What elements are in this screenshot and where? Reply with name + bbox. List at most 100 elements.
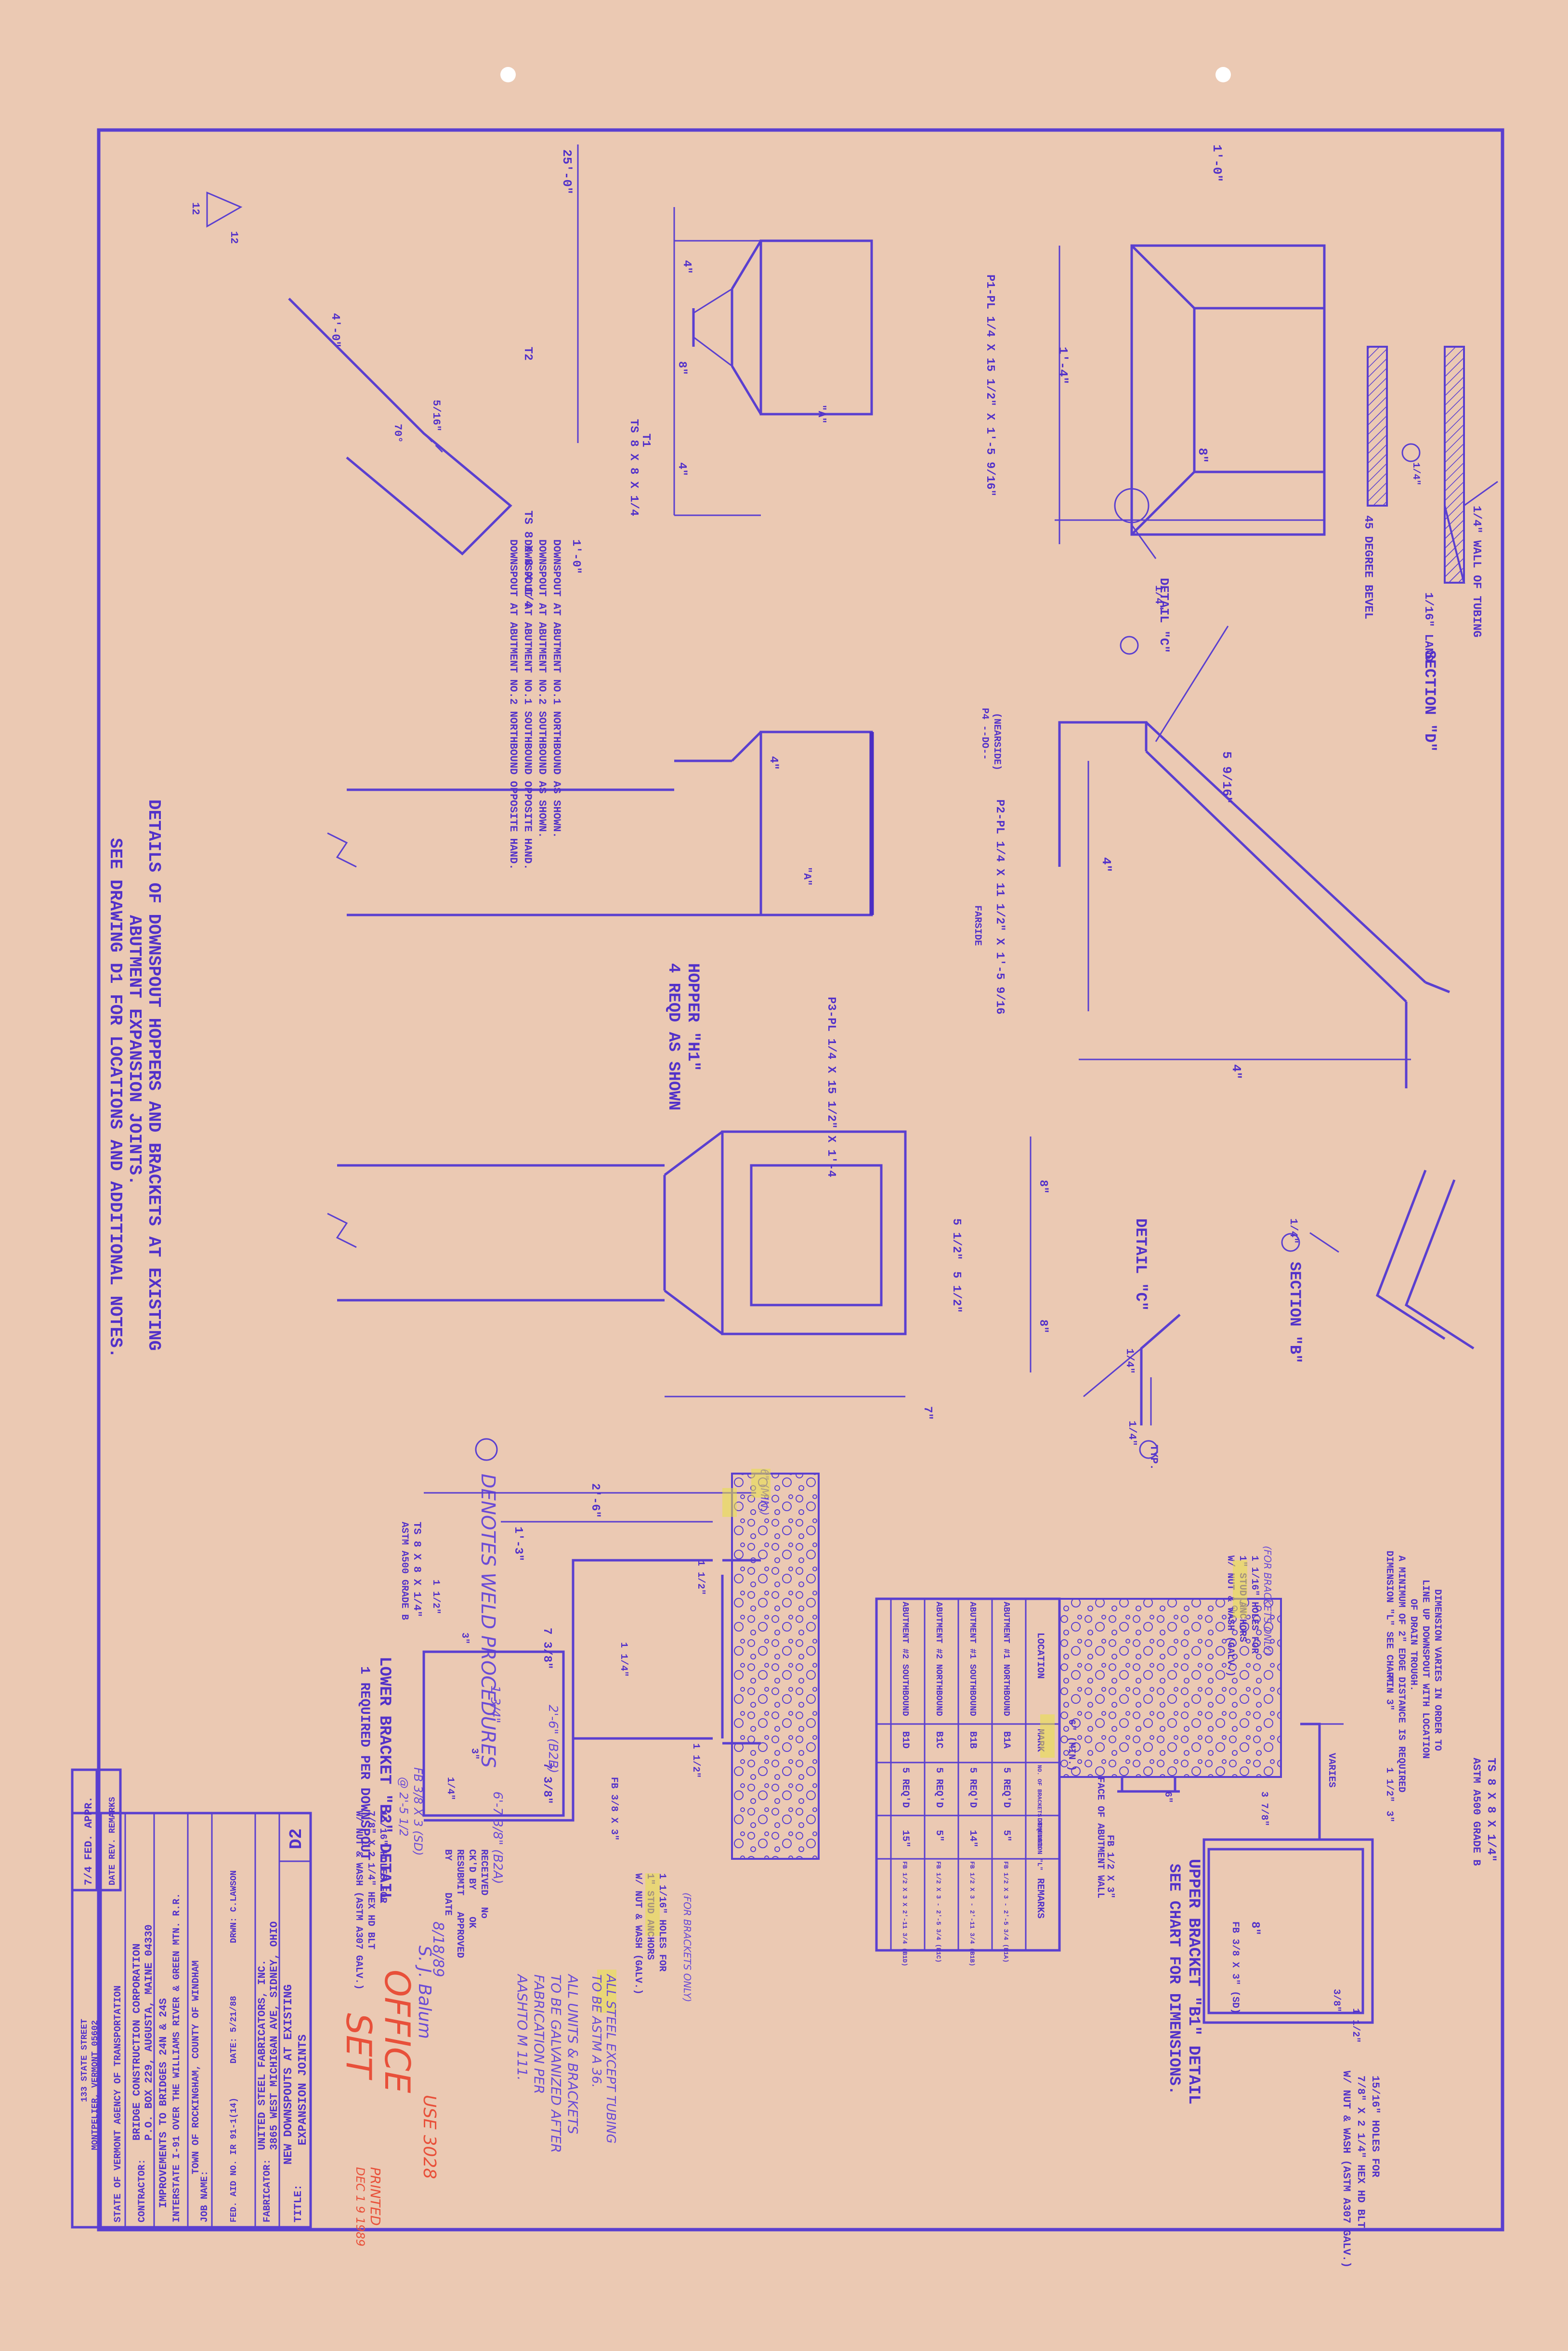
hopper-dim-4-0: 4'-0" <box>328 313 341 348</box>
hopper-sec-a-mark: "A" <box>815 405 827 424</box>
section-a-dim-4: 4" <box>1099 857 1113 872</box>
upper-bracket-dim-var-2: LINE UP DOWNSPOUT WITH LOCATION <box>1420 1580 1431 1759</box>
revision-row: 7/4 FED. APPR. <box>83 1796 95 1885</box>
upper-bracket-dim-l: DIMENSION "L" SEE CHART <box>1384 1551 1395 1684</box>
main-title-line-2: ABUTMENT EXPANSION JOINTS. <box>125 915 144 1186</box>
lower-bracket-anchor-2: W/ NUT & WASH (GALV.) <box>632 1873 643 1995</box>
general-note: ALL UNITS & BRACKETS <box>565 1973 581 2134</box>
detail-c-callout <box>1114 488 1150 523</box>
lower-bracket-dim-7-38b: 7 3/8" <box>540 1763 553 1804</box>
upper-bracket <box>1058 1598 1374 2024</box>
downspout-note: DOWNSPOUT AT ABUTMENT NO.1 SOUTHBOUND OP… <box>522 539 534 870</box>
downspout-notes: DOWNSPOUT AT ABUTMENT NO.1 NORTHBOUND AS… <box>507 539 562 870</box>
hopper-dim-7: 7" <box>921 1406 934 1420</box>
hopper-dim-8: 8" <box>1195 448 1210 463</box>
stamp-date: DATE <box>442 1893 453 1916</box>
hopper-dim-8a: 8" <box>1036 1180 1049 1194</box>
stamp-signature: S. J. Balum <box>415 1946 434 2039</box>
chart-cell: B1C <box>933 1731 944 1749</box>
lower-bracket-dim-1-14: 1 1/4" <box>618 1642 629 1677</box>
lower-bracket-bolt: 7/8" X 2 1/4" HEX HD BLT <box>365 1811 376 1949</box>
drawing-date: DATE: 5/21/88 <box>229 1996 239 2064</box>
upper-bracket-fb1: FB 1/2 X 3" <box>1104 1835 1115 1898</box>
highlight <box>751 1469 771 1498</box>
upper-bracket-dim-var-3: OF DRAIN TROUGH. <box>1408 1599 1419 1691</box>
general-note: TO BE ASTM A 36. <box>589 1974 603 2088</box>
detail-c-title: DETAIL "C" <box>1132 1218 1150 1311</box>
highlight <box>1040 1714 1055 1758</box>
lower-bracket-wash: W/ NUT & WASH (ASTM A307 GALV.) <box>353 1811 364 1990</box>
lower-bracket-dim-1-12: 1 1/2" <box>430 1580 441 1614</box>
chart-header-dimension: DIMENSION "L" <box>1035 1818 1043 1870</box>
lower-bracket-holes: 15/16" HOLES FOR <box>377 1811 388 1903</box>
chart-cell: FB 1/2 X 3 - 2'-11 3/4 (B1B) <box>968 1861 976 1966</box>
downspout-note: DOWNSPOUT AT ABUTMENT NO.2 SOUTHBOUND AS… <box>536 539 548 838</box>
chart-cell: 5" <box>1001 1830 1012 1842</box>
upper-bracket-h6: 6" <box>1162 1791 1173 1803</box>
section-b <box>1309 1170 1475 1350</box>
lower-bracket-dim-2-6b: 2'-6" (B2B) <box>546 1705 560 1773</box>
general-note: TO BE GALVANIZED AFTER <box>548 1974 564 2153</box>
weld-legend: DENOTES WELD PROCEDURES <box>477 1474 499 1768</box>
lower-bracket-dim-6-78: 6'-7 3/8" (B2A) <box>490 1791 505 1884</box>
upper-bracket-min: MIN 3" <box>1384 1676 1395 1711</box>
upper-bracket-h3-8: 3/8" <box>1331 1989 1342 2012</box>
slope-12b: 12 <box>228 231 240 244</box>
hopper-dim-1-0b: 1'-0" <box>569 539 582 574</box>
printed-date: DEC 1 9 1989 <box>353 2167 367 2247</box>
hopper-p1: P1-PL 1/4 X 15 1/2" X 1'-5 9/16" <box>983 274 996 496</box>
weld-symbol <box>1281 1233 1300 1252</box>
hopper-t1-size: TS 8 X 8 X 1/4 <box>627 419 640 516</box>
lower-bracket-tube: TS 8 X 8 X 1/4" <box>411 1522 423 1617</box>
drawn-by: DRWN: C.LAWSON <box>229 1870 239 1943</box>
diagonal-downspout <box>288 298 512 556</box>
title-block-title-2: EXPANSION JOINTS <box>297 2035 310 2145</box>
hopper-dim-5-12a: 5 1/2" <box>950 1218 963 1260</box>
section-d-wall: 1/4" WALL OF TUBING <box>1470 506 1483 638</box>
table-row: ABUTMENT #2 NORTHBOUND B1C 5 REQ'D 5" FB… <box>933 1602 944 1963</box>
section-a-dim-4b: 4" <box>1229 1064 1243 1079</box>
state-agency: STATE OF VERMONT AGENCY OF TRANSPORTATIO… <box>113 1985 124 2222</box>
fabricator: UNITED STEEL FABRICATORS, INC. <box>256 1959 268 2150</box>
chart-cell: ABUTMENT #1 NORTHBOUND <box>1001 1602 1011 1716</box>
section-a <box>1058 626 1450 1088</box>
chart-header-location: LOCATION <box>1034 1633 1045 1679</box>
section-d-labels: SECTION "D" <box>1421 650 1438 752</box>
general-note: AASHTO M 111. <box>514 1973 530 2081</box>
fabricator-address: 3865 WEST MICHIGAN AVE, SIDNEY, OHIO <box>268 1921 280 2150</box>
file-note: USE 3028 <box>419 2095 439 2179</box>
lower-bracket-dim-2-6: 2'-6" <box>588 1483 601 1518</box>
chart-cell: B1A <box>1001 1731 1012 1749</box>
hopper-dim-4c: 4" <box>767 756 780 770</box>
hopper-title: HOPPER "H1" <box>683 963 702 1071</box>
upper-bracket-h8: 8" <box>1248 1921 1261 1935</box>
upper-bracket-varies: VARIES <box>1326 1753 1337 1788</box>
title-block-title: NEW DOWNSPOUTS AT EXISTING <box>282 1985 295 2165</box>
upper-bracket-holes2: 1 1/16" HOLES FOR <box>1249 1555 1260 1654</box>
hopper-dim-1-0a: 1'-0" <box>1210 144 1224 182</box>
section-d <box>1367 346 1498 584</box>
chart-cell: ABUTMENT #1 SOUTHBOUND <box>967 1602 977 1716</box>
table-row: ABUTMENT #1 SOUTHBOUND B1B 5 REQ'D 14" F… <box>967 1602 978 1966</box>
stamp-approved: APPROVED <box>454 1912 465 1958</box>
section-d-land: 1/16" LAND <box>1422 592 1435 662</box>
lower-bracket-fb2: FB 3/8 X 3 (SD) <box>411 1767 425 1856</box>
hopper-dim-4a: 4" <box>680 260 693 274</box>
stamp-date-value: 8/18/89 <box>430 1921 446 1977</box>
hopper-p2-farside: FARSIDE <box>972 905 983 946</box>
fabricator-label: FABRICATOR: <box>262 2159 273 2222</box>
downspout-note: DOWNSPOUT AT ABUTMENT NO.1 NORTHBOUND AS… <box>550 539 562 838</box>
lower-bracket <box>422 1473 820 1860</box>
highlight <box>597 1970 616 2013</box>
hopper-p2-nearside: (NEARSIDE) <box>991 713 1002 771</box>
upper-bracket-tube: TS 8 X 8 X 1/4" <box>1484 1758 1497 1862</box>
drawing-border <box>97 128 1504 2232</box>
lower-bracket-dim-1-12c: 1 1/2" <box>690 1743 701 1778</box>
upper-bracket-dim-var: DIMENSION VARIES IN ORDER TO <box>1432 1589 1443 1751</box>
chart-cell: 5 REQ'D <box>900 1767 911 1808</box>
state-city: MONTPELIER, VERMONT 05602 <box>91 2020 100 2150</box>
hopper-t1: T1 <box>639 433 652 447</box>
detail-c <box>1083 1314 1181 1425</box>
